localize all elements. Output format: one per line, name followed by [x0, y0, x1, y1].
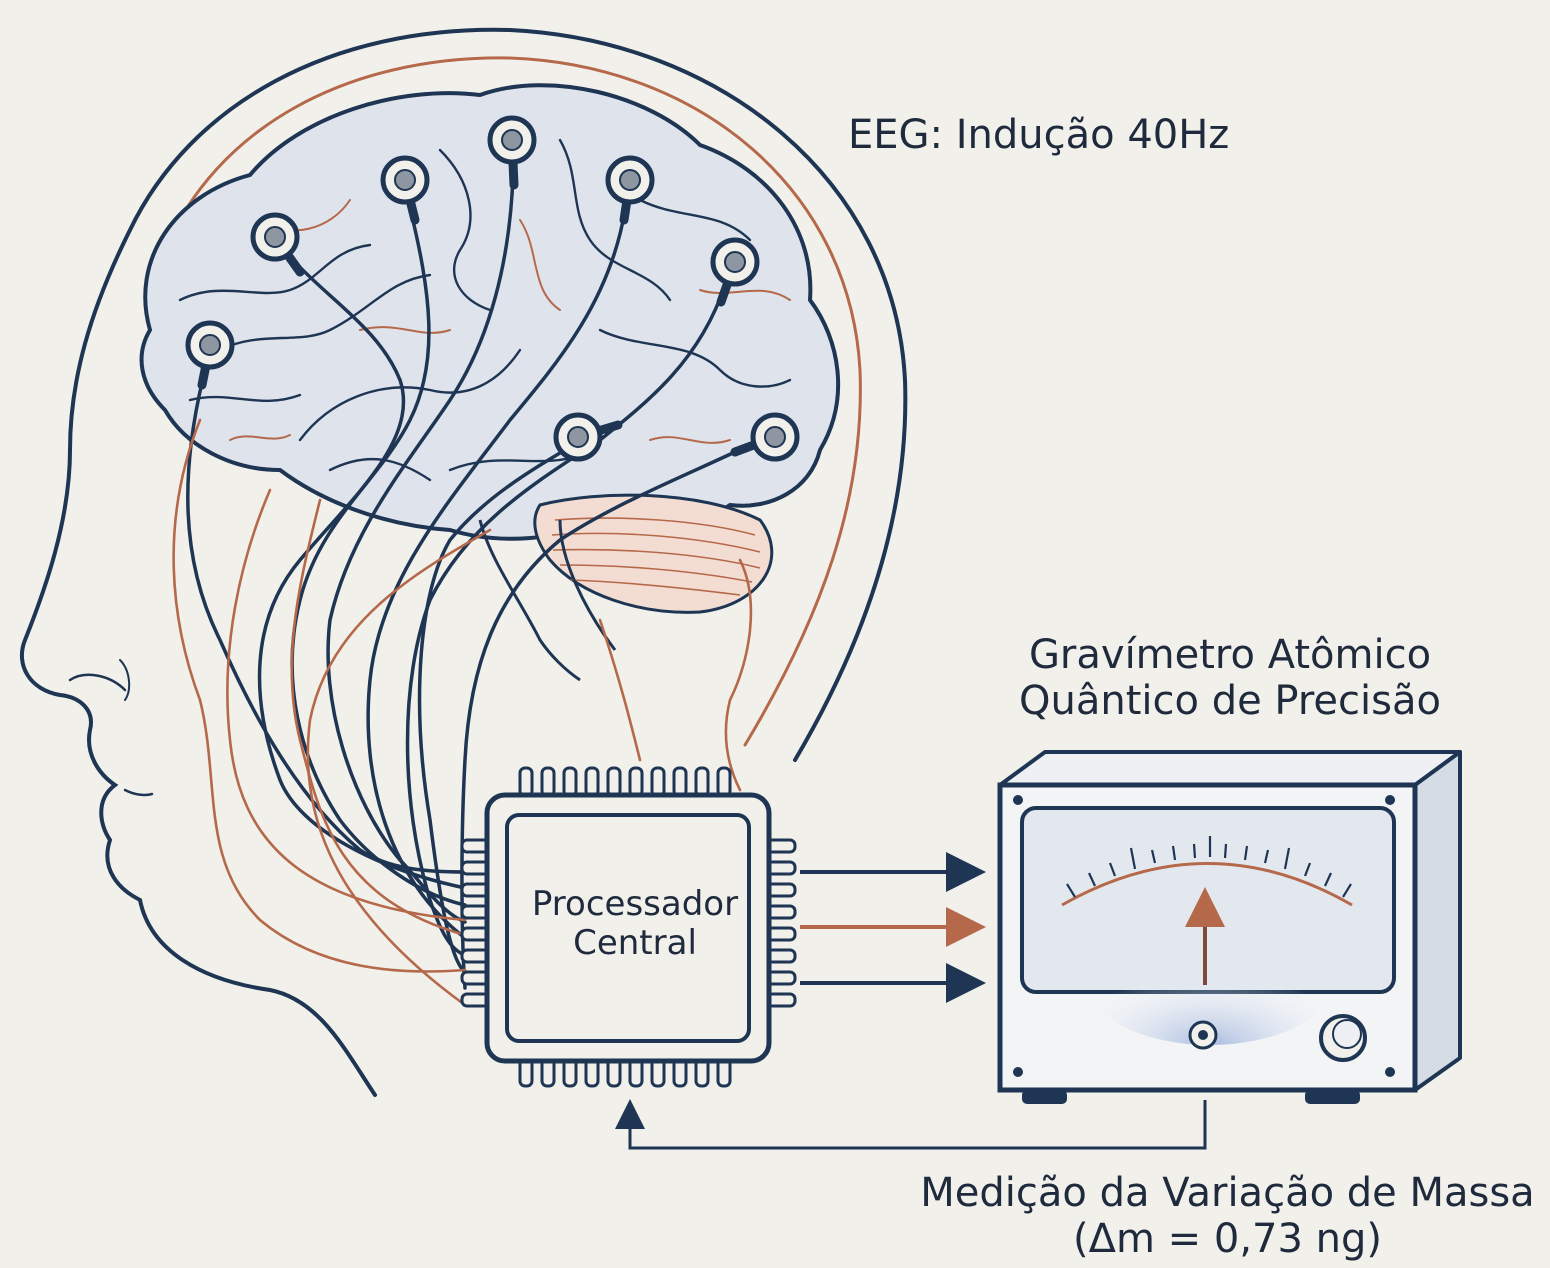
eeg-electrode-icon	[553, 412, 623, 462]
measurement-label-line2: (Δm = 0,73 ng)	[1072, 1216, 1382, 1262]
head-profile	[19, 27, 908, 1097]
feedback-arrow-icon	[615, 1099, 1207, 1150]
gravimeter-label-line2: Quântico de Precisão	[1019, 678, 1441, 724]
eeg-electrode-icon	[730, 412, 800, 462]
microchip-icon	[460, 766, 797, 1088]
gravimeter-label: Gravímetro Atômico Quântico de Precisão	[995, 632, 1465, 724]
eeg-wires-rust	[172, 418, 753, 1007]
measurement-label: Medição da Variação de Massa (Δm = 0,73 …	[905, 1170, 1550, 1262]
eeg-electrode-icon	[710, 237, 760, 307]
analog-meter-icon	[997, 750, 1462, 1104]
eeg-electrode-icon	[250, 212, 305, 277]
gravimeter-label-line1: Gravímetro Atômico	[1028, 632, 1432, 678]
eeg-electrode-icon	[605, 155, 655, 225]
eeg-label: EEG: Indução 40Hz	[848, 112, 1230, 158]
eeg-electrode-icon	[380, 155, 430, 225]
eeg-electrode-icon	[487, 115, 537, 190]
eeg-wires-navy	[186, 173, 762, 990]
eeg-electrode-group	[185, 115, 800, 462]
eeg-electrode-icon	[185, 320, 235, 390]
processor-label-line1: Processador	[531, 884, 739, 924]
processor-label: Processador Central	[495, 884, 775, 964]
processor-label-line2: Central	[573, 923, 697, 964]
signal-arrows	[800, 852, 986, 1003]
brain	[139, 83, 841, 682]
measurement-label-line1: Medição da Variação de Massa	[920, 1170, 1535, 1216]
